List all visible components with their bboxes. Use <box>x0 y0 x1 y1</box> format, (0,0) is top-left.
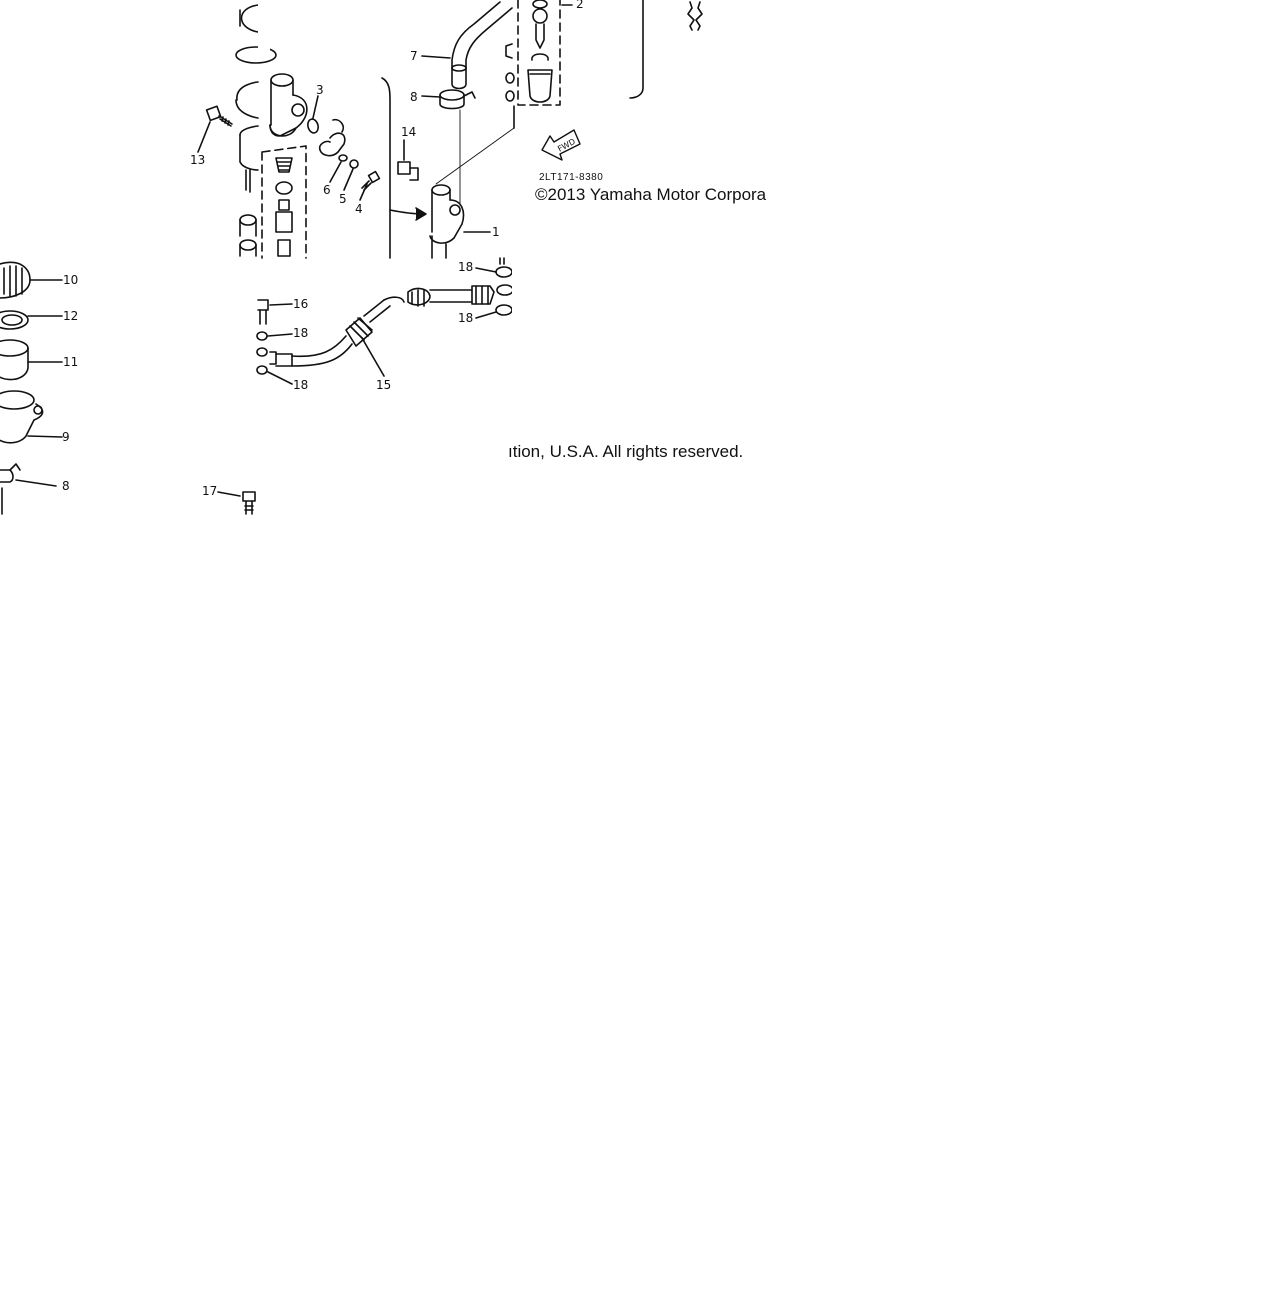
tile-gap-b <box>512 258 552 398</box>
bolt-13 <box>197 105 233 153</box>
callout-12: 12 <box>63 309 78 323</box>
diaphragm-12 <box>0 310 63 330</box>
piston-kit-box <box>261 145 307 259</box>
side-part-b <box>505 72 515 84</box>
bolt-14 <box>397 139 419 181</box>
callout-18-right-bottom: 18 <box>458 311 473 325</box>
brake-hose-15 <box>269 296 405 377</box>
side-part-c <box>505 90 515 102</box>
callout-18-left-top: 18 <box>293 326 308 340</box>
callout-16: 16 <box>293 297 308 311</box>
assembly-arrowhead <box>415 207 427 221</box>
reservoir-stack-left <box>235 4 277 257</box>
assembly-bracket <box>381 77 391 259</box>
o-ring-3 <box>307 118 319 134</box>
plate-11 <box>0 339 63 381</box>
callout-4: 4 <box>355 202 363 216</box>
fitting-top-right <box>687 1 703 31</box>
copyright-line-2: ıtion, U.S.A. All rights reserved. <box>508 442 744 461</box>
leader-5 <box>343 168 354 191</box>
callout-1: 1 <box>492 225 500 239</box>
callout-17: 17 <box>202 484 217 498</box>
callout-13: 13 <box>190 153 205 167</box>
leader-3 <box>312 95 319 119</box>
callout-labels: 1 2 3 4 5 6 7 8 8 9 10 11 12 13 14 15 16… <box>62 0 584 498</box>
bolt-4 <box>359 170 381 201</box>
union-bolt-16 <box>257 299 293 325</box>
fwd-arrow-shape <box>541 129 581 161</box>
clamp-8-top <box>421 89 476 110</box>
hose-7 <box>421 1 513 90</box>
right-bracket <box>629 0 644 99</box>
guide-line-diagonal <box>435 127 515 185</box>
hose-fitting <box>318 118 346 157</box>
callout-9: 9 <box>62 430 70 444</box>
callout-18-left-bottom: 18 <box>293 378 308 392</box>
reservoir-cap-10 <box>0 261 63 299</box>
master-cylinder-1 <box>429 184 491 259</box>
washers-18-left <box>256 331 293 385</box>
side-part-a <box>505 43 513 59</box>
callout-10: 10 <box>63 273 78 287</box>
master-cylinder-body <box>269 73 308 137</box>
reservoir-kit-box <box>517 0 573 106</box>
callout-11: 11 <box>63 355 78 369</box>
callout-8-bottom: 8 <box>62 479 70 493</box>
copyright-line-1: ©2013 Yamaha Motor Corpora <box>535 185 767 204</box>
callout-6: 6 <box>323 183 331 197</box>
callout-7: 7 <box>410 49 418 63</box>
callout-5: 5 <box>339 192 347 206</box>
bleeder-17 <box>217 491 256 515</box>
callout-8-top: 8 <box>410 90 418 104</box>
tile-gap-a <box>258 0 270 58</box>
callout-18-right-top: 18 <box>458 260 473 274</box>
leader-6 <box>329 161 342 183</box>
callout-3: 3 <box>316 83 324 97</box>
callout-2: 2 <box>576 0 584 11</box>
washer-6 <box>338 154 348 162</box>
reservoir-9 <box>0 390 63 444</box>
brake-hose-upper <box>407 284 514 307</box>
callout-14: 14 <box>401 125 416 139</box>
nut-5 <box>349 159 359 169</box>
part-code: 2LT171-8380 <box>539 172 604 183</box>
callout-15: 15 <box>376 378 391 392</box>
clamp-8-bottom <box>0 463 57 515</box>
